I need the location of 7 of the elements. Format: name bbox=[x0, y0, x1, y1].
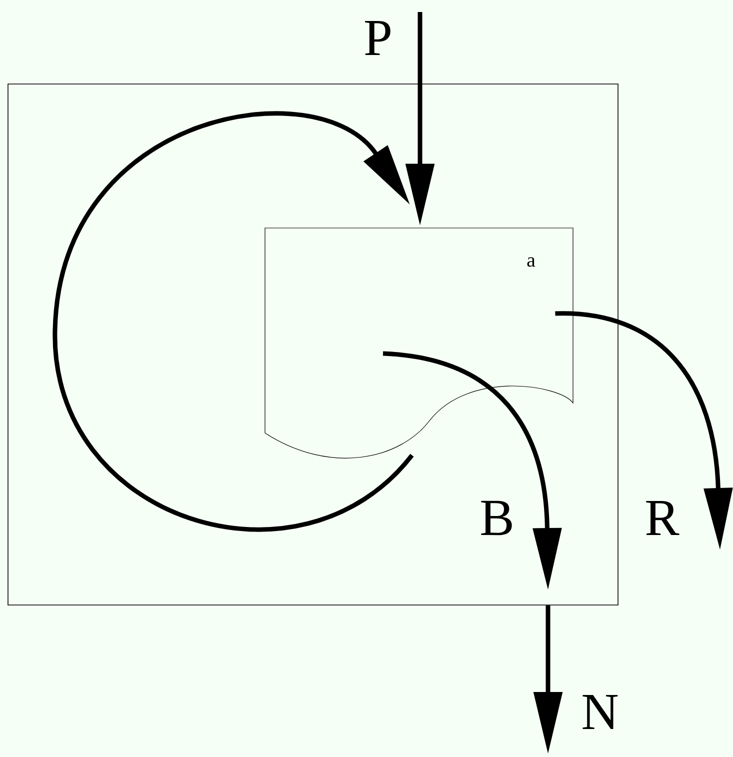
edge-label: N bbox=[582, 694, 618, 730]
outer-box bbox=[8, 84, 618, 606]
arrow bbox=[52, 111, 414, 532]
document-shape: a bbox=[264, 228, 574, 458]
edge-label: B bbox=[481, 500, 512, 536]
edge-label: P bbox=[365, 20, 390, 56]
edge-label: R bbox=[646, 500, 680, 536]
